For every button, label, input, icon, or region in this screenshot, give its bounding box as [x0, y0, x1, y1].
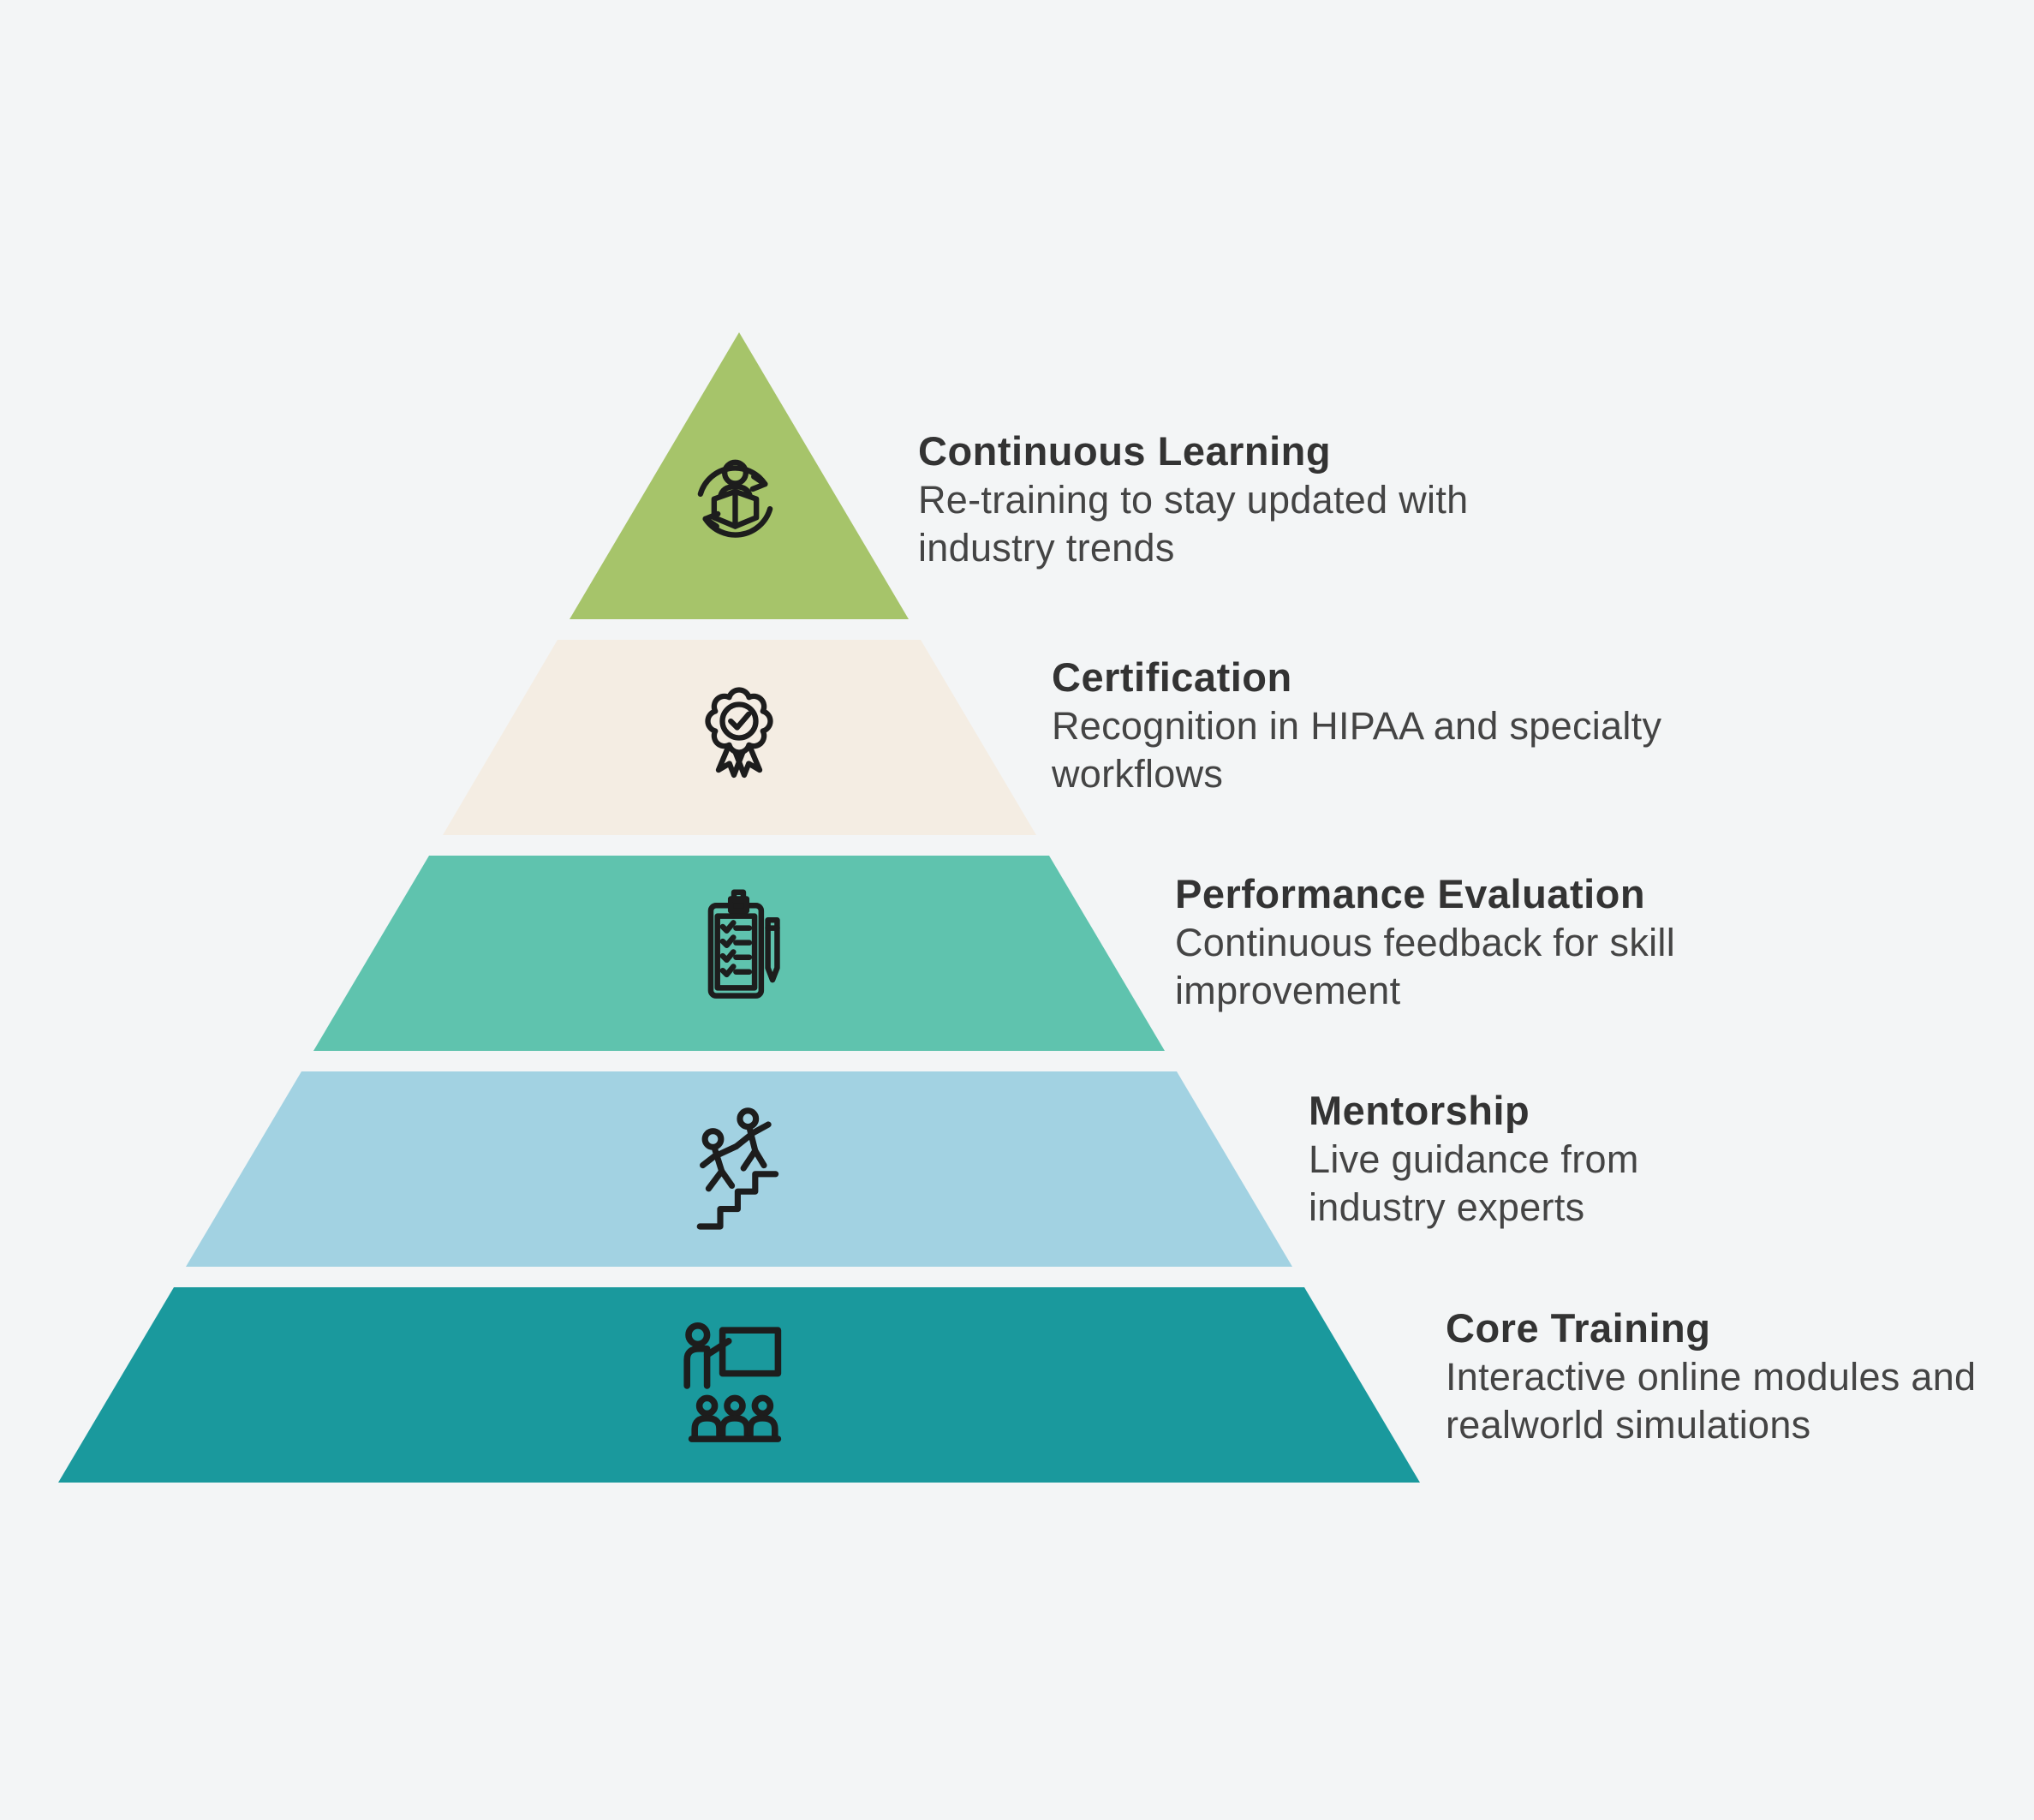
level-description-line1: Live guidance from — [1309, 1137, 1639, 1181]
level-title: Certification — [1052, 654, 1292, 700]
label-certification: Certification Recognition in HIPAA and s… — [1052, 653, 1661, 798]
level-shape-performance-evaluation — [313, 856, 1165, 1051]
label-mentorship: Mentorship Live guidance from industry e… — [1309, 1086, 1639, 1232]
checklist-clipboard-icon — [707, 889, 780, 999]
continuous-learning-cycle-icon — [697, 459, 773, 538]
level-title: Continuous Learning — [918, 428, 1332, 474]
level-description-line2: industry experts — [1309, 1185, 1585, 1229]
certification-ribbon-icon — [705, 687, 773, 779]
training-presentation-icon — [683, 1322, 782, 1442]
level-description-line2: improvement — [1175, 969, 1401, 1012]
level-description-line1: Recognition in HIPAA and specialty — [1052, 704, 1662, 748]
level-description-line2: industry trends — [918, 526, 1175, 570]
level-description-line1: Continuous feedback for skill — [1175, 921, 1676, 964]
level-description-line1: Re-training to stay updated with — [918, 478, 1469, 522]
label-continuous-learning: Continuous Learning Re-training to stay … — [918, 427, 1468, 572]
level-title: Core Training — [1446, 1305, 1711, 1351]
level-description-line2: workflows — [1052, 752, 1224, 796]
level-description-line2: realworld simulations — [1446, 1403, 1811, 1447]
label-core-training: Core Training Interactive online modules… — [1446, 1304, 1976, 1449]
mentorship-stairs-icon — [696, 1107, 779, 1230]
label-performance-evaluation: Performance Evaluation Continuous feedba… — [1175, 869, 1675, 1015]
level-title: Mentorship — [1309, 1088, 1530, 1133]
level-title: Performance Evaluation — [1175, 871, 1646, 916]
level-shape-mentorship — [186, 1071, 1292, 1267]
level-description-line1: Interactive online modules and — [1446, 1355, 1977, 1399]
level-shape-core-training — [58, 1287, 1420, 1483]
level-shape-continuous-learning — [570, 332, 909, 619]
